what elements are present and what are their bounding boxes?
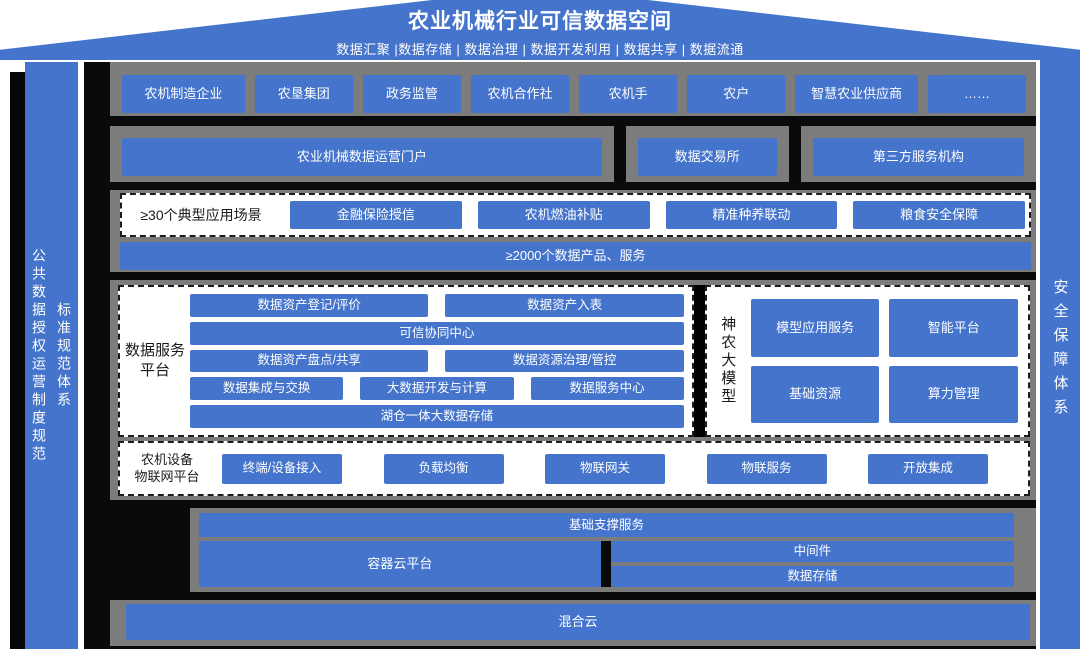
iot-box: 开放集成 (868, 453, 988, 484)
dsp-box: 数据资产登记/评价 (190, 294, 429, 317)
scenarios-dashed-box: ≥30个典型应用场景 金融保险授信 农机燃油补贴 精准种养联动 粮食安全保障 (120, 193, 1031, 237)
portals-row: 农业机械数据运营门户 数据交易所 第三方服务机构 (110, 126, 1036, 182)
portal-box: 数据交易所 (637, 138, 777, 176)
scenario-box: 金融保险授信 (290, 201, 462, 229)
iot-platform-label: 农机设备 物联网平台 (120, 452, 214, 486)
data-service-platform-label: 数据服务平台 (124, 341, 185, 379)
actor-box: 智慧农业供应商 (795, 75, 918, 113)
shennong-box: 模型应用服务 (750, 299, 880, 357)
dsp-box: 数据资产盘点/共享 (190, 349, 429, 373)
dsp-row: 可信协同中心 (190, 321, 684, 345)
left-pillar-outer-label: 公共数据授权运营制度规范 (31, 247, 47, 464)
page-subtitle: 数据汇聚 |数据存储 | 数据治理 | 数据开发利用 | 数据共享 | 数据流通 (336, 42, 744, 57)
dsp-box: 数据集成与交换 (190, 377, 344, 401)
platforms-top-row: 数据服务平台 数据资产登记/评价 数据资产入表 可信协同中心 数据资产盘点/共享… (118, 285, 1030, 437)
portal-panel: 农业机械数据运营门户 (110, 126, 614, 182)
portal-panel: 数据交易所 (625, 126, 789, 182)
central-panel: 农机制造企业 农垦集团 政务监管 农机合作社 农机手 农户 智慧农业供应商 ……… (84, 62, 1036, 649)
dsp-box: 可信协同中心 (190, 321, 684, 345)
dsp-box: 数据服务中心 (530, 377, 684, 401)
dsp-box: 数据资产入表 (445, 294, 684, 317)
middleware-box: 中间件 (610, 541, 1014, 562)
dsp-box: 湖仓一体大数据存储 (190, 405, 684, 428)
shennong-model-label-col: 神农大模型 (707, 287, 749, 435)
data-service-platform-grid: 数据资产登记/评价 数据资产入表 可信协同中心 数据资产盘点/共享 数据资源治理… (190, 287, 692, 435)
portal-box: 第三方服务机构 (812, 138, 1024, 176)
shennong-box: 智能平台 (889, 299, 1018, 357)
dsp-box: 数据资源治理/管控 (445, 349, 684, 373)
actor-box-ellipsis: …… (927, 75, 1027, 113)
dsp-row: 湖仓一体大数据存储 (190, 405, 684, 428)
shennong-box: 基础资源 (750, 365, 880, 423)
scenarios-label: ≥30个典型应用场景 (140, 207, 262, 223)
scenario-box: 农机燃油补贴 (477, 201, 650, 229)
actor-box: 农垦集团 (254, 75, 353, 113)
dsp-row: 数据集成与交换 大数据开发与计算 数据服务中心 (190, 377, 684, 401)
actor-box: 农户 (687, 75, 786, 113)
left-pillar-inner-label: 标准规范体系 (56, 301, 72, 410)
dsp-box: 大数据开发与计算 (360, 377, 514, 401)
portal-box: 农业机械数据运营门户 (122, 138, 602, 176)
container-cloud-box: 容器云平台 (199, 541, 601, 587)
roof-banner: 农业机械行业可信数据空间 数据汇聚 |数据存储 | 数据治理 | 数据开发利用 … (0, 0, 1080, 60)
infrastructure-divider (600, 541, 611, 587)
infrastructure-row: 容器云平台 中间件 数据存储 (199, 541, 1014, 587)
shennong-box: 算力管理 (889, 365, 1018, 423)
shennong-model-grid: 模型应用服务 智能平台 基础资源 算力管理 (749, 287, 1028, 435)
dsp-row: 数据资产登记/评价 数据资产入表 (190, 294, 684, 317)
scenario-box: 粮食安全保障 (853, 201, 1025, 229)
infrastructure-section: 基础支撑服务 容器云平台 中间件 数据存储 (110, 508, 1036, 592)
data-service-platform-box: 数据服务平台 数据资产登记/评价 数据资产入表 可信协同中心 数据资产盘点/共享… (118, 285, 694, 437)
iot-box: 物联网关 (545, 453, 665, 484)
dsp-row: 数据资产盘点/共享 数据资源治理/管控 (190, 349, 684, 373)
hybrid-cloud-bar: 混合云 (126, 604, 1030, 640)
iot-platform-box: 农机设备 物联网平台 终端/设备接入 负载均衡 物联网关 物联服务 开放集成 (118, 441, 1030, 496)
actor-box: 农机制造企业 (122, 75, 245, 113)
actor-box: 农机合作社 (470, 75, 570, 113)
actor-box: 农机手 (579, 75, 678, 113)
data-storage-box: 数据存储 (610, 566, 1014, 587)
support-services-bar: 基础支撑服务 (199, 513, 1014, 537)
page-title: 农业机械行业可信数据空间 (408, 10, 672, 33)
shennong-model-label: 神农大模型 (719, 316, 737, 406)
iot-box: 终端/设备接入 (222, 453, 342, 484)
actors-row: 农机制造企业 农垦集团 政务监管 农机合作社 农机手 农户 智慧农业供应商 …… (110, 62, 1036, 116)
iot-box: 负载均衡 (383, 453, 504, 484)
left-pillar: 公共数据授权运营制度规范 标准规范体系 (25, 62, 78, 649)
portal-panel: 第三方服务机构 (800, 126, 1036, 182)
right-pillar-label: 安全保障体系 (1051, 278, 1069, 423)
iot-box: 物联服务 (706, 453, 827, 484)
scenario-box: 精准种养联动 (665, 201, 838, 229)
iot-platform-boxes: 终端/设备接入 负载均衡 物联网关 物联服务 开放集成 (214, 453, 1028, 484)
infrastructure-right-col: 中间件 数据存储 (610, 541, 1014, 587)
iot-platform-label-line2: 物联网平台 (134, 468, 200, 484)
actor-box: 政务监管 (362, 75, 461, 113)
hybrid-cloud-section: 混合云 (110, 600, 1036, 646)
right-pillar: 安全保障体系 (1040, 52, 1080, 649)
shennong-model-box: 神农大模型 模型应用服务 智能平台 基础资源 算力管理 (704, 285, 1030, 437)
platforms-section: 数据服务平台 数据资产登记/评价 数据资产入表 可信协同中心 数据资产盘点/共享… (110, 280, 1036, 500)
products-bar: ≥2000个数据产品、服务 (120, 242, 1031, 270)
scenarios-boxes: 金融保险授信 农机燃油补贴 精准种养联动 粮食安全保障 (290, 201, 1025, 229)
iot-platform-label-line1: 农机设备 (140, 451, 193, 467)
scenarios-section: ≥30个典型应用场景 金融保险授信 农机燃油补贴 精准种养联动 粮食安全保障 ≥… (110, 190, 1036, 272)
